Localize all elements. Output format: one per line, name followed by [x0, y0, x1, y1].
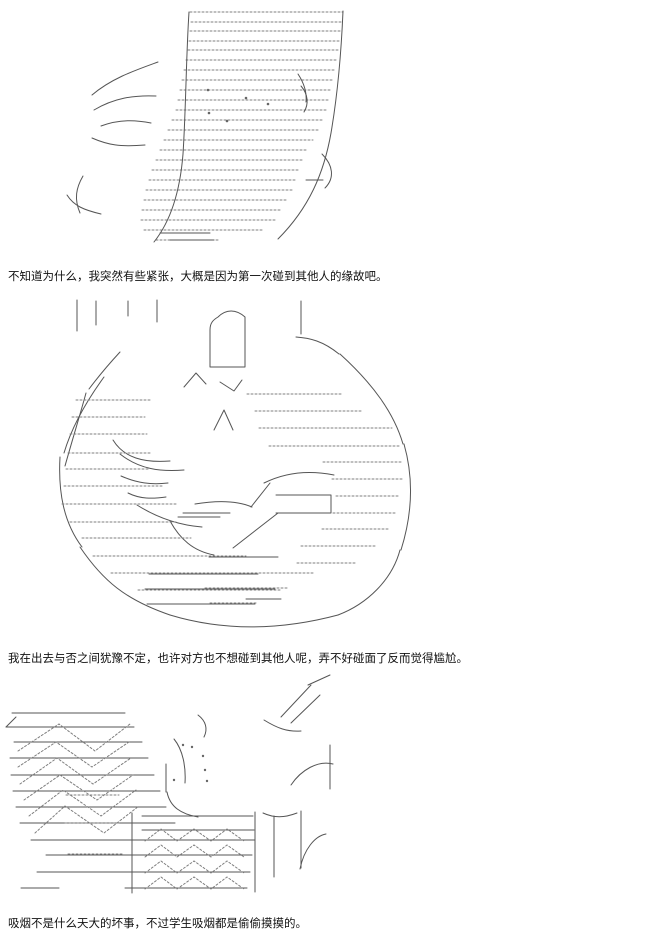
ascii-art-panel-3 — [0, 669, 646, 907]
caption-3: 吸烟不是什么天大的坏事，不过学生吸烟都是偷偷摸摸的。 — [8, 916, 307, 930]
caption-2: 我在出去与否之间犹豫不定，也许对方也不想碰到其他人呢，弄不好碰面了反而觉得尴尬。 — [8, 651, 468, 665]
ascii-art-smoking-scene — [5, 674, 334, 894]
ascii-art-bowl-scene — [59, 299, 411, 628]
caption-1: 不知道为什么，我突然有些紧张，大概是因为第一次碰到其他人的缘故吧。 — [8, 269, 388, 283]
ascii-art-panel-1 — [0, 0, 646, 262]
ascii-art-panel-2 — [0, 285, 646, 645]
ascii-art-cup-scene — [66, 10, 344, 243]
